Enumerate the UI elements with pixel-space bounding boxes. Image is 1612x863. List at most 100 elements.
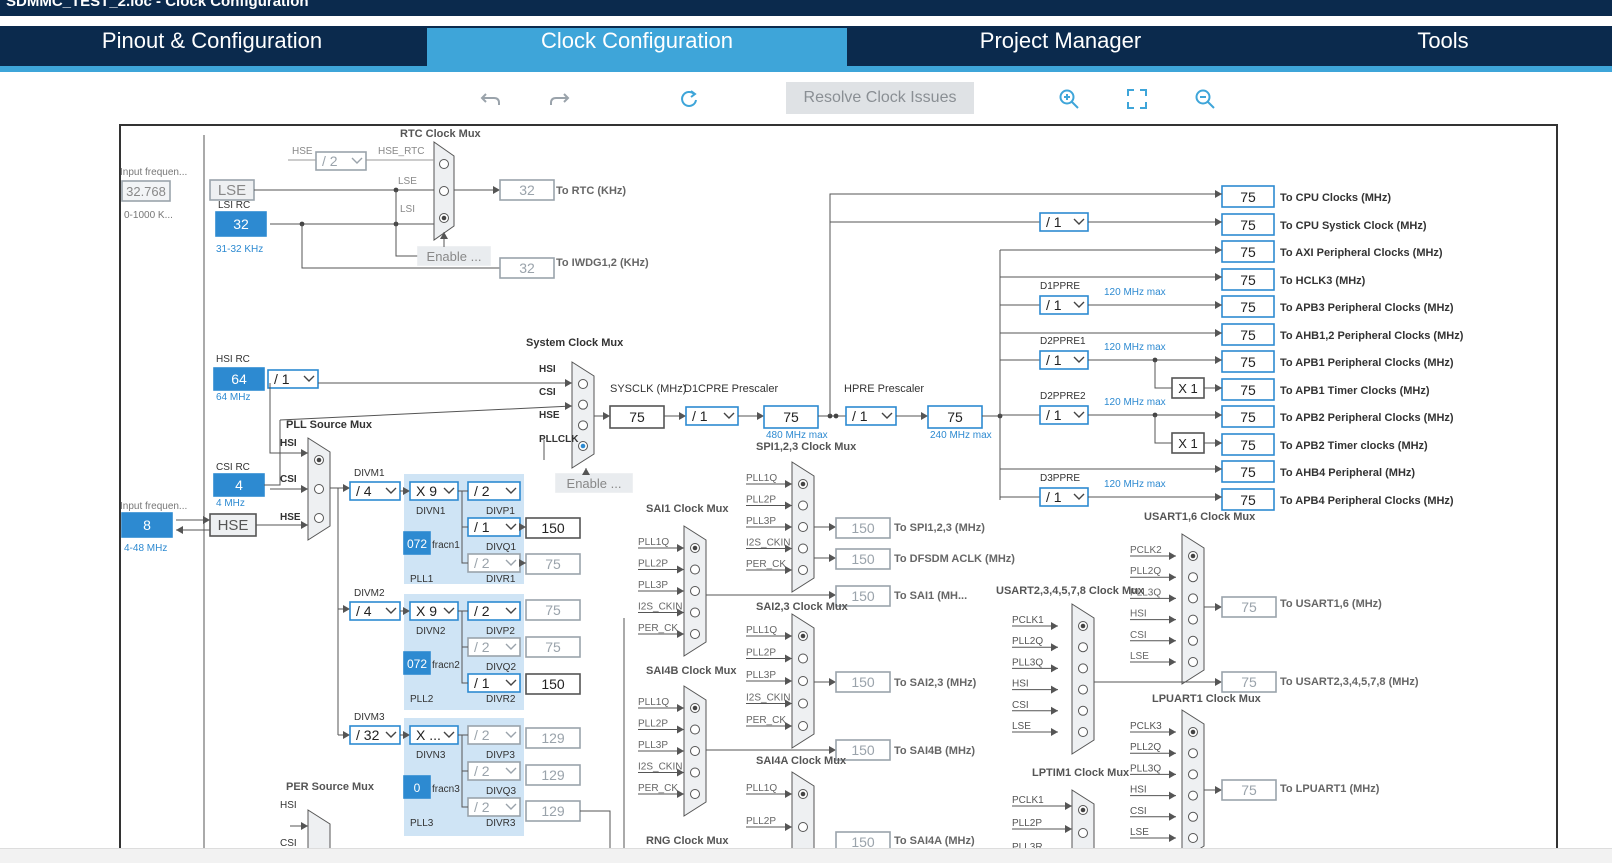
divp1-select-text: / 2: [474, 483, 490, 499]
fit-to-screen-button[interactable]: [1122, 84, 1152, 114]
divp3-select[interactable]: / 2: [467, 725, 521, 745]
pll3-q-output: 129: [525, 764, 581, 786]
diagram-label: CSI RC: [216, 462, 250, 473]
mux-radio[interactable]: [798, 676, 808, 686]
divq1-select[interactable]: / 1: [467, 517, 521, 537]
tab-tools[interactable]: Tools: [1274, 28, 1612, 66]
tab-clock-configuration[interactable]: Clock Configuration: [427, 28, 847, 66]
hse-rtc-divider[interactable]: / 2: [315, 151, 367, 171]
divr3-select[interactable]: / 2: [467, 797, 521, 817]
mux-radio[interactable]: [798, 822, 808, 832]
mux-radio[interactable]: [798, 522, 808, 532]
usart2-clock-mux[interactable]: [1071, 603, 1095, 755]
mux-radio[interactable]: [578, 420, 588, 431]
d2ppre2-prescaler[interactable]: / 1: [1039, 405, 1089, 425]
mux-radio[interactable]: [314, 513, 324, 523]
mux-radio[interactable]: [1188, 833, 1198, 843]
mux-radio[interactable]: [578, 379, 588, 389]
mux-radio[interactable]: [798, 543, 808, 554]
mux-radio[interactable]: [1188, 593, 1198, 604]
hpre-prescaler[interactable]: / 1: [845, 406, 897, 426]
mux-radio[interactable]: [1188, 572, 1198, 583]
divq2-select[interactable]: / 2: [467, 637, 521, 657]
mux-radio[interactable]: [798, 653, 808, 664]
divr1-select[interactable]: / 2: [467, 553, 521, 573]
mux-radio[interactable]: [690, 564, 700, 575]
mux-radio[interactable]: [1188, 790, 1198, 801]
mux-radio[interactable]: [578, 399, 588, 410]
mux-radio[interactable]: [1078, 642, 1088, 653]
d1ppre-prescaler[interactable]: / 1: [1039, 295, 1089, 315]
divp2-select[interactable]: / 2: [467, 601, 521, 621]
rng-mux-title: RNG Clock Mux: [646, 835, 729, 847]
d2ppre1-prescaler[interactable]: / 1: [1039, 350, 1089, 370]
divn1-select[interactable]: X 9: [409, 481, 459, 501]
apb1-timer-multiplier-text: X 1: [1178, 381, 1198, 396]
system-clock-mux[interactable]: [571, 361, 595, 469]
d1cpre-prescaler[interactable]: / 1: [685, 406, 739, 426]
divp1-select[interactable]: / 2: [467, 481, 521, 501]
pll-source-mux[interactable]: [307, 437, 331, 541]
rtc-clock-mux[interactable]: [433, 141, 455, 241]
mux-radio[interactable]: [690, 629, 700, 639]
divn3-select[interactable]: X ...: [409, 725, 459, 745]
redo-button[interactable]: [544, 84, 574, 114]
reset-button[interactable]: [674, 84, 704, 114]
sai23-clock-mux[interactable]: [791, 613, 815, 749]
sai4a-clock-mux[interactable]: [791, 771, 815, 862]
tab-pinout-configuration[interactable]: Pinout & Configuration: [0, 28, 424, 66]
mux-radio[interactable]: [690, 586, 700, 596]
mux-radio[interactable]: [1078, 663, 1088, 674]
mux-input-label: PLL2P: [638, 559, 668, 570]
resolve-clock-issues-button[interactable]: Resolve Clock Issues: [786, 82, 974, 114]
diagram-label: Input frequen...: [120, 167, 187, 178]
mux-radio[interactable]: [1188, 635, 1198, 646]
zoom-out-button[interactable]: [1190, 84, 1220, 114]
lpuart1-clock-mux[interactable]: [1181, 709, 1205, 861]
spi123-clock-mux[interactable]: [791, 461, 815, 593]
mux-radio[interactable]: [1188, 614, 1198, 625]
divr2-select[interactable]: / 1: [467, 673, 521, 693]
pll1-q-output-text: 150: [541, 520, 565, 536]
mux-radio[interactable]: [1188, 748, 1198, 759]
rtc-enable-button[interactable]: Enable ...: [417, 246, 491, 266]
diagram-label: PLLCLK: [539, 434, 579, 445]
mux-radio[interactable]: [1188, 811, 1198, 822]
diagram-label: PLL1: [410, 574, 434, 585]
usart16-clock-mux[interactable]: [1181, 533, 1205, 685]
zoom-in-button[interactable]: [1054, 84, 1084, 114]
mux-radio[interactable]: [690, 746, 700, 756]
mux-radio[interactable]: [439, 186, 449, 196]
divq3-select[interactable]: / 2: [467, 761, 521, 781]
mux-radio[interactable]: [439, 159, 449, 169]
mux-radio[interactable]: [690, 724, 700, 735]
mux-radio[interactable]: [314, 484, 324, 494]
css-enable-button[interactable]: Enable ...: [555, 473, 633, 493]
divm3-select[interactable]: / 32: [349, 725, 401, 745]
mux-radio[interactable]: [798, 500, 808, 511]
mux-radio[interactable]: [798, 565, 808, 575]
systick-divider[interactable]: / 1: [1039, 212, 1089, 232]
mux-radio[interactable]: [1188, 657, 1198, 667]
undo-button[interactable]: [476, 84, 506, 114]
hse-frequency-input[interactable]: 8: [121, 512, 173, 538]
divm2-select[interactable]: / 4: [349, 601, 401, 621]
d3ppre-prescaler[interactable]: / 1: [1039, 487, 1089, 507]
mux-radio[interactable]: [1188, 769, 1198, 780]
output-label: To HCLK3 (MHz): [1280, 275, 1366, 287]
divm1-select[interactable]: / 4: [349, 481, 401, 501]
lse-frequency-input[interactable]: 32.768: [121, 180, 171, 202]
tab-project-manager[interactable]: Project Manager: [850, 28, 1271, 66]
mux-radio[interactable]: [690, 789, 700, 799]
mux-radio[interactable]: [798, 698, 808, 709]
divn2-select[interactable]: X 9: [409, 601, 459, 621]
hsi-divider[interactable]: / 1: [267, 369, 319, 389]
mux-radio[interactable]: [690, 767, 700, 778]
mux-radio[interactable]: [1078, 684, 1088, 695]
mux-radio[interactable]: [798, 721, 808, 731]
mux-radio[interactable]: [690, 607, 700, 618]
mux-radio[interactable]: [1078, 727, 1088, 737]
sai4b-clock-mux[interactable]: [683, 685, 707, 817]
mux-radio[interactable]: [1078, 705, 1088, 716]
sai1-clock-mux[interactable]: [683, 525, 707, 657]
